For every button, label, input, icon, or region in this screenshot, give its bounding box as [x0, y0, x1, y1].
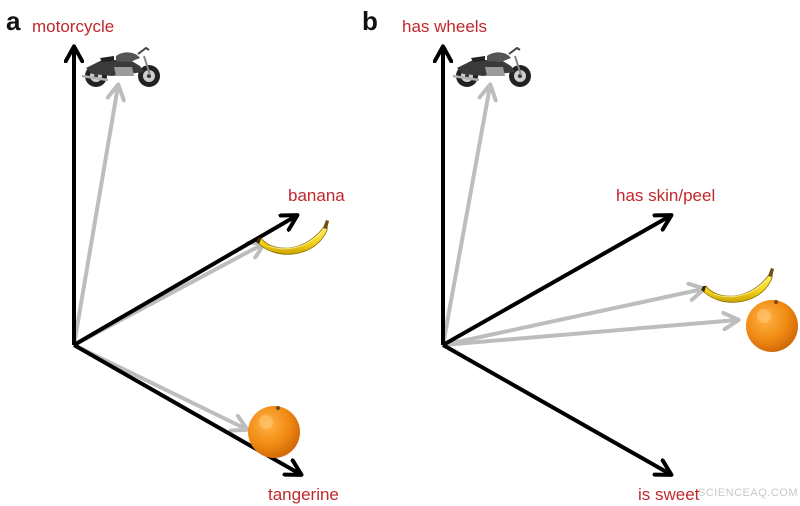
panel-a: a motorcycle banana tangerine	[6, 6, 345, 504]
panel-b-sweet-label: is sweet	[638, 485, 700, 504]
panel-a-motorcycle-label: motorcycle	[32, 17, 114, 36]
panel-a-motorcycle-picture	[80, 46, 162, 89]
panel-a-tangerine-label: tangerine	[268, 485, 339, 504]
panel-a-banana-picture	[255, 219, 330, 255]
panel-b-sweet-axis	[442, 343, 670, 474]
panel-a-banana-axis	[72, 216, 296, 347]
panel-b-wheels-label: has wheels	[402, 17, 487, 36]
panel-b-tangerine-vector	[442, 320, 737, 347]
watermark: SCIENCEAQ.COM	[698, 487, 798, 499]
panel-a-motorcycle-vector	[72, 86, 118, 346]
panel-b-letter: b	[362, 6, 378, 36]
panel-b-skin-axis	[442, 216, 670, 347]
panel-b-banana-picture	[700, 267, 775, 303]
panel-b-banana-vector	[442, 289, 703, 347]
panel-b-motorcycle-vector	[441, 86, 490, 346]
panel-a-tangerine-picture	[248, 406, 300, 458]
panel-a-tangerine-vector	[73, 343, 246, 429]
panel-b: b has wheels has skin/peel is sweet	[362, 6, 798, 504]
panel-a-banana-label: banana	[288, 186, 345, 205]
panel-b-skin-label: has skin/peel	[616, 186, 715, 205]
panel-b-tangerine-picture	[746, 300, 798, 352]
panel-a-letter: a	[6, 6, 21, 36]
panel-b-motorcycle-picture	[451, 46, 533, 89]
